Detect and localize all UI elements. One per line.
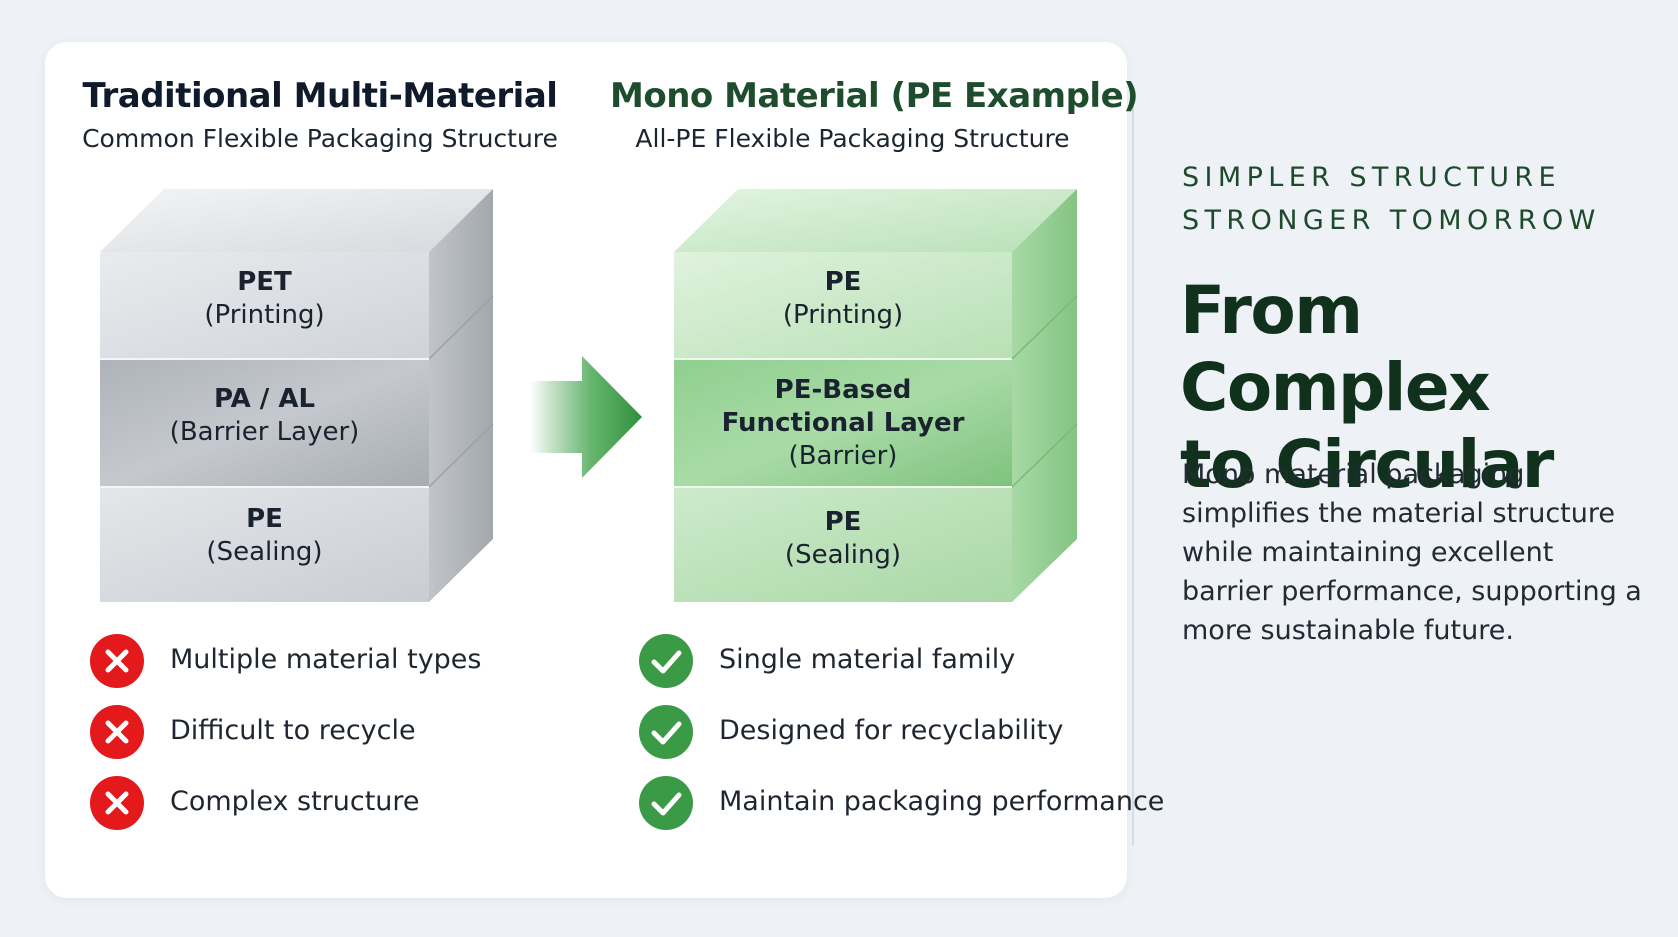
list-item: Complex structure [90, 776, 590, 832]
headline-line-2: to Circular [1180, 426, 1554, 503]
list-item: Single material family [639, 634, 1139, 690]
tagline-line-1: SIMPLER STRUCTURE [1182, 162, 1562, 193]
benefit-text: Maintain packaging performance [719, 786, 1165, 817]
traditional-subtitle: Common Flexible Packaging Structure [82, 124, 558, 153]
benefit-text: Single material family [719, 644, 1016, 675]
headline: From Complex to Circular [1180, 272, 1660, 503]
x-mark-icon [90, 776, 144, 830]
tagline-line-2: STRONGER TOMORROW [1182, 205, 1601, 236]
list-item: Multiple material types [90, 634, 590, 690]
traditional-layer-2-label: PA / AL (Barrier Layer) [169, 384, 360, 447]
traditional-title: Traditional Multi-Material [82, 76, 558, 116]
drawback-text: Difficult to recycle [170, 715, 416, 746]
drawback-text: Complex structure [170, 786, 420, 817]
check-mark-icon [639, 705, 693, 759]
check-mark-icon [639, 776, 693, 830]
mono-layer-1-label: PE (Printing) [782, 267, 904, 330]
traditional-layer-3-label: PE (Sealing) [206, 504, 323, 567]
mono-layer-2-label: PE-Based Functional Layer (Barrier) [721, 375, 965, 471]
x-mark-icon [90, 634, 144, 688]
drawback-text: Multiple material types [170, 644, 482, 675]
description-text: Mono material packaging simplifies the m… [1182, 459, 1642, 646]
x-mark-icon [90, 705, 144, 759]
list-item: Designed for recyclability [639, 705, 1139, 761]
headline-line-1: From Complex [1180, 272, 1491, 426]
list-item: Maintain packaging performance [639, 776, 1164, 832]
mono-subtitle: All-PE Flexible Packaging Structure [635, 124, 1070, 153]
benefit-text: Designed for recyclability [719, 715, 1064, 746]
vertical-divider [1132, 95, 1134, 845]
check-mark-icon [639, 634, 693, 688]
list-item: Difficult to recycle [90, 705, 590, 761]
mono-title: Mono Material (PE Example) [610, 76, 1139, 116]
traditional-layer-1-label: PET (Printing) [204, 267, 325, 330]
mono-layer-3-label: PE (Sealing) [784, 507, 902, 570]
